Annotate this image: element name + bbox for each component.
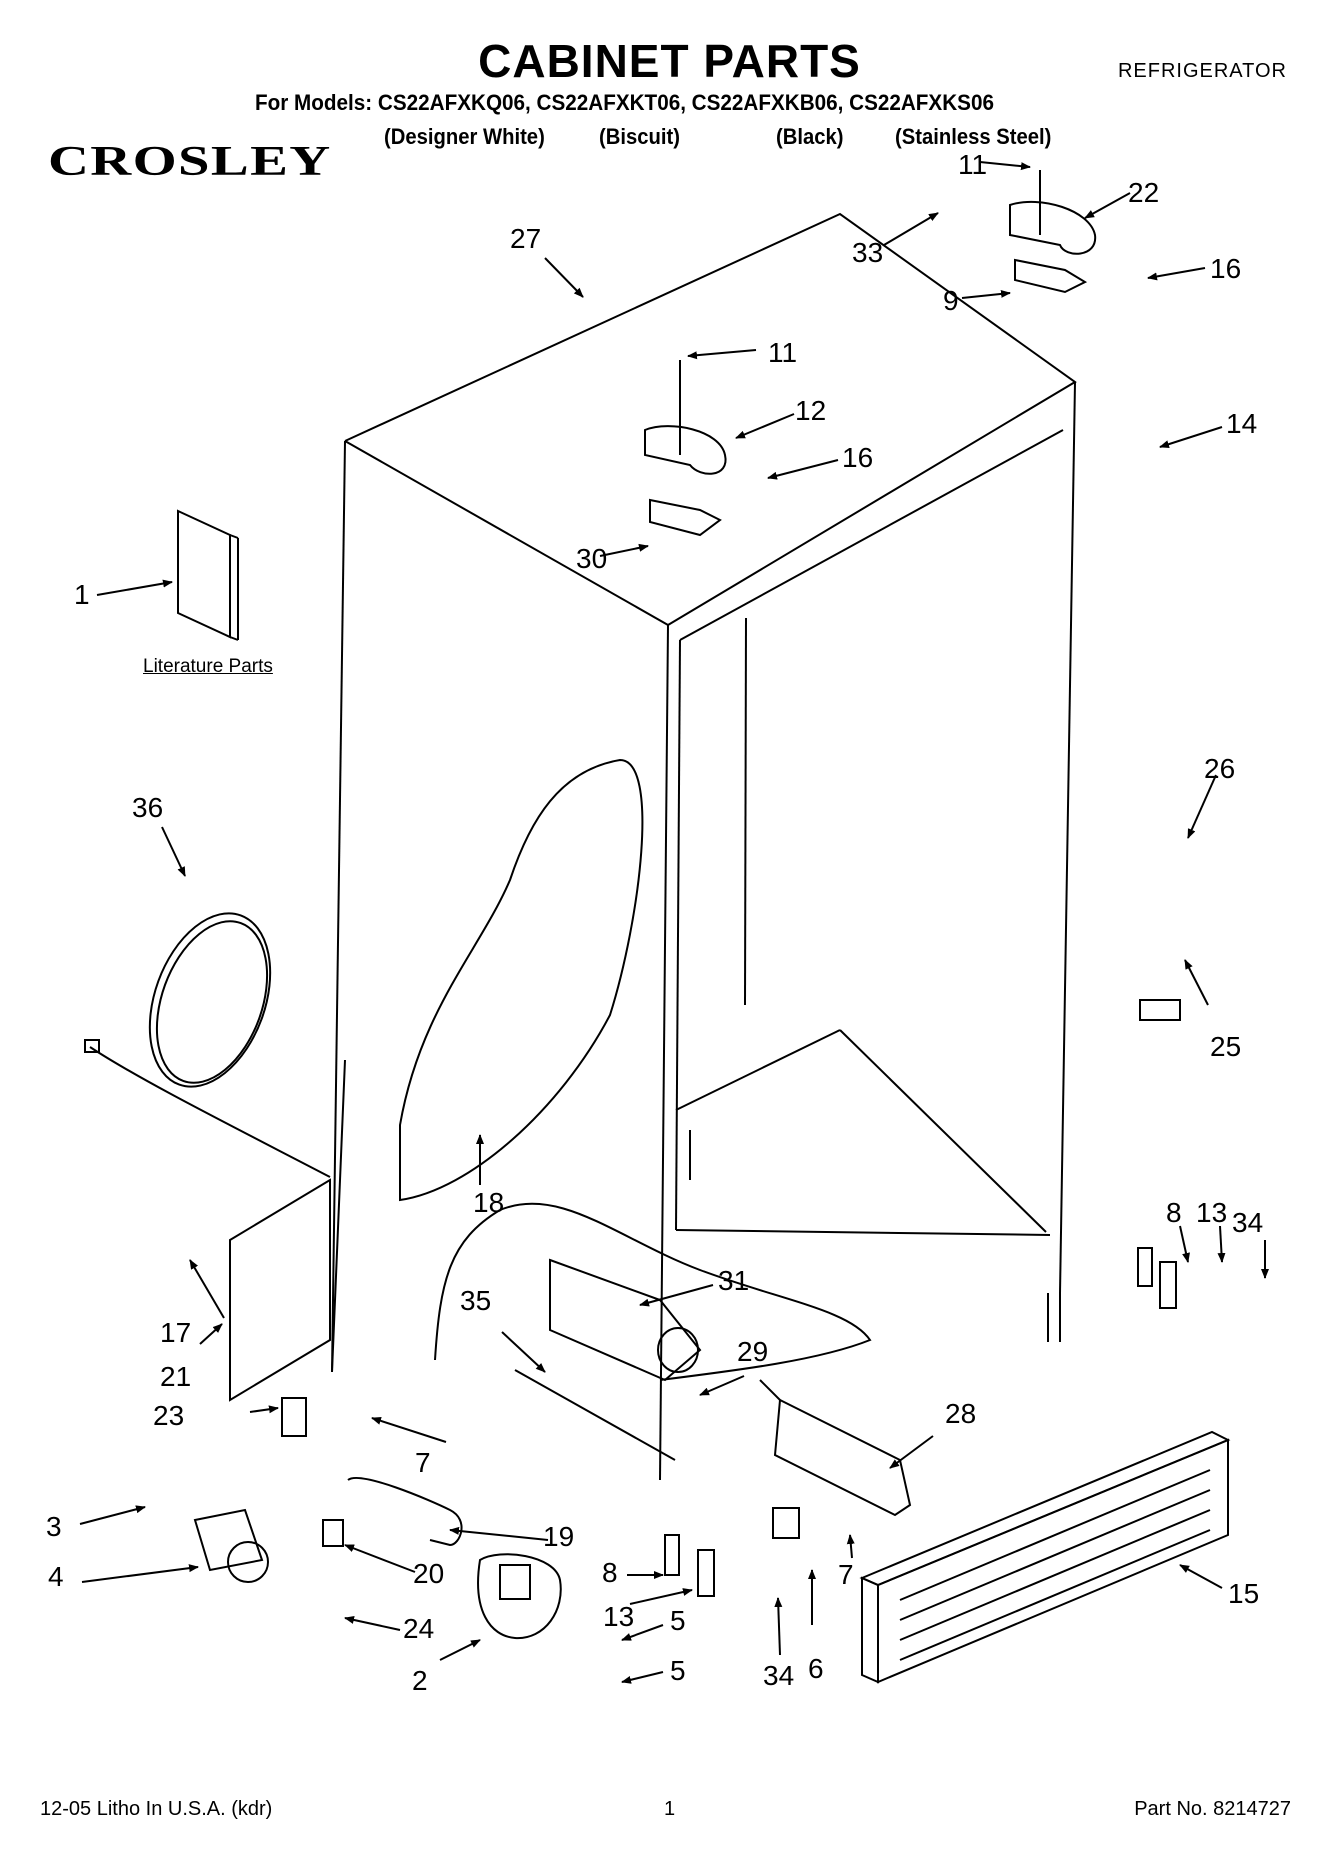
callout-20: 20 xyxy=(413,1558,444,1589)
water-tube xyxy=(347,1477,463,1547)
footer-print-info: 12-05 Litho In U.S.A. (kdr) xyxy=(40,1798,273,1820)
callout-11-middle: 11 xyxy=(768,337,797,368)
callout-30: 30 xyxy=(576,543,607,574)
callout-numbers: 1 2 3 4 5 5 6 7 7 8 8 9 11 11 12 13 13 1… xyxy=(46,149,1263,1696)
upper-hinge-right xyxy=(1009,170,1097,294)
callout-17: 17 xyxy=(160,1317,191,1348)
literature-parts xyxy=(177,509,239,641)
variant-biscuit: (Biscuit) xyxy=(599,124,680,149)
hinge-pin-left xyxy=(697,1549,715,1597)
water-line-coil xyxy=(84,912,331,1178)
hinge-pin-right xyxy=(1159,1261,1177,1309)
callout-7-left: 7 xyxy=(415,1447,431,1478)
brand-logo: CROSLEY xyxy=(48,139,332,185)
callout-36: 36 xyxy=(132,792,163,823)
callout-9: 9 xyxy=(943,285,959,316)
callout-18: 18 xyxy=(473,1187,504,1218)
compartment-panel xyxy=(229,1178,331,1402)
variant-stainless-steel: (Stainless Steel) xyxy=(895,124,1052,149)
callout-6: 6 xyxy=(808,1653,824,1684)
callout-19: 19 xyxy=(543,1521,574,1552)
callout-11-top: 11 xyxy=(958,149,987,180)
callout-28: 28 xyxy=(945,1398,976,1429)
page-title: CABINET PARTS xyxy=(478,35,861,87)
callout-34-right: 34 xyxy=(1232,1207,1263,1238)
callout-33: 33 xyxy=(852,237,883,268)
callout-16-middle: 16 xyxy=(842,442,873,473)
hinge-shim-left xyxy=(664,1534,680,1576)
callout-35: 35 xyxy=(460,1285,491,1316)
callout-4: 4 xyxy=(48,1561,64,1592)
upper-hinge-left xyxy=(644,360,727,537)
callout-25: 25 xyxy=(1210,1031,1241,1062)
callout-12: 12 xyxy=(795,395,826,426)
literature-parts-label: Literature Parts xyxy=(143,656,273,677)
callout-8-right: 8 xyxy=(1166,1197,1182,1228)
document-type: REFRIGERATOR xyxy=(1117,60,1287,82)
footer-part-number: Part No. 8214727 xyxy=(1134,1798,1291,1820)
water-filter xyxy=(759,1379,912,1517)
callout-16-top: 16 xyxy=(1210,253,1241,284)
callout-31: 31 xyxy=(718,1265,749,1296)
cutaway-wrap xyxy=(399,758,872,1381)
bracket-23 xyxy=(281,1397,307,1437)
base-grille xyxy=(859,1430,1231,1684)
callout-26: 26 xyxy=(1204,753,1235,784)
callout-29: 29 xyxy=(737,1336,768,1367)
callout-1: 1 xyxy=(74,579,90,610)
callout-15: 15 xyxy=(1228,1578,1259,1609)
variant-black: (Black) xyxy=(776,124,844,149)
callout-13-right: 13 xyxy=(1196,1197,1227,1228)
callout-8-left: 8 xyxy=(602,1557,618,1588)
callout-22: 22 xyxy=(1128,177,1159,208)
variant-designer-white: (Designer White) xyxy=(384,124,545,149)
callout-3: 3 xyxy=(46,1511,62,1542)
hinge-shim-right xyxy=(1137,1247,1153,1287)
callout-21: 21 xyxy=(160,1361,191,1392)
bracket-25 xyxy=(1139,999,1181,1021)
callout-27: 27 xyxy=(510,223,541,254)
callout-13-left: 13 xyxy=(603,1601,634,1632)
clip-20 xyxy=(322,1519,344,1547)
callout-5-lower: 5 xyxy=(670,1655,686,1686)
callout-14: 14 xyxy=(1226,408,1257,439)
callout-2: 2 xyxy=(412,1665,428,1696)
callout-34-left: 34 xyxy=(763,1660,794,1691)
lower-hinge-bracket xyxy=(477,1553,562,1640)
leader-lines xyxy=(79,161,1269,1684)
callout-5-upper: 5 xyxy=(670,1605,686,1636)
clip-6 xyxy=(772,1507,800,1539)
callout-7-right: 7 xyxy=(838,1559,854,1590)
cabinet-shell xyxy=(331,212,1077,1481)
callout-24: 24 xyxy=(403,1613,434,1644)
footer-page-number: 1 xyxy=(664,1798,676,1820)
models-line: For Models: CS22AFXKQ06, CS22AFXKT06, CS… xyxy=(255,90,994,115)
filter-housing xyxy=(549,1258,702,1382)
callout-23: 23 xyxy=(153,1400,184,1431)
roller-assembly xyxy=(193,1508,269,1583)
